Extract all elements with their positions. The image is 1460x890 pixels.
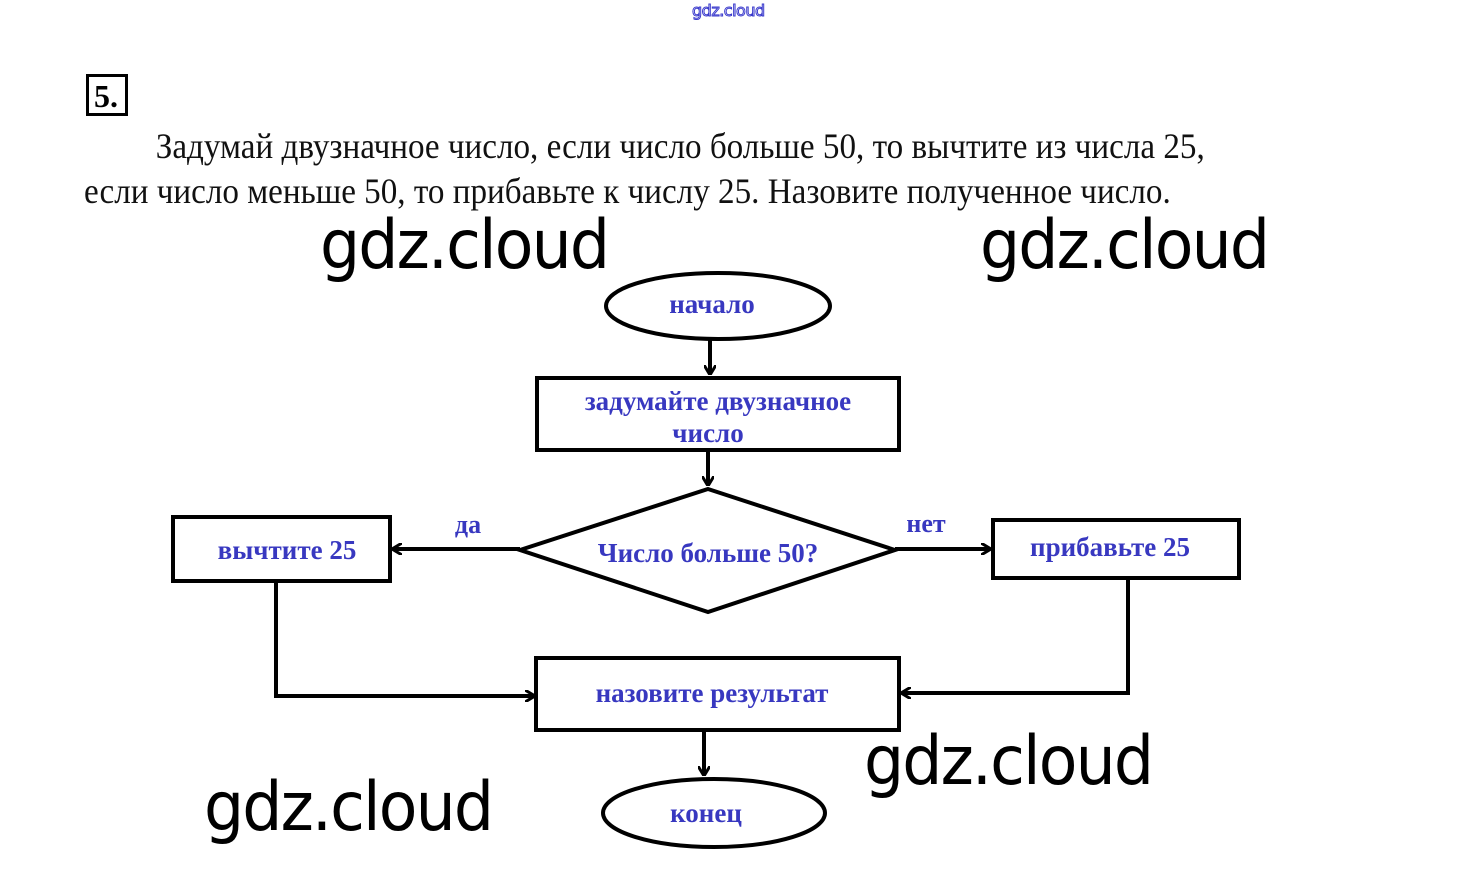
output-label: назовите результат <box>596 678 829 708</box>
add-label: прибавьте 25 <box>1030 532 1190 562</box>
connector-add-to-output <box>902 578 1130 693</box>
task-text: Задумай двузначное число, если число бол… <box>84 126 1205 211</box>
decision-diamond <box>513 486 902 615</box>
input-label-line1: задумайте двузначное <box>585 386 851 416</box>
start-label: начало <box>669 289 755 319</box>
start-ellipse <box>604 271 832 341</box>
output-node: назовите результат <box>534 656 901 732</box>
end-node: конец <box>601 777 827 849</box>
start-node: начало <box>604 271 832 341</box>
add-node: прибавьте 25 <box>991 518 1241 580</box>
subtract-node: вычтите 25 <box>171 515 392 583</box>
end-ellipse <box>601 777 827 849</box>
input-label-line2: число <box>672 418 743 448</box>
end-label: конец <box>670 798 742 828</box>
watermark: gdz.cloud <box>320 206 610 285</box>
subtract-label: вычтите 25 <box>218 535 357 565</box>
add-box <box>991 518 1241 580</box>
input-node: задумайте двузначное число <box>535 376 901 452</box>
site-watermark-top: gdz.cloud <box>692 1 766 21</box>
decision-label: Число больше 50? <box>598 538 819 568</box>
watermark: gdz.cloud <box>864 722 1154 801</box>
output-box <box>534 656 901 732</box>
watermark: gdz.cloud <box>980 206 1270 285</box>
subtract-box <box>171 515 392 583</box>
connector-subtract-to-output <box>274 581 534 696</box>
input-box <box>535 376 901 452</box>
decision-node: Число больше 50? <box>513 486 902 615</box>
no-label: нет <box>906 509 946 538</box>
yes-label: да <box>455 510 481 539</box>
watermark: gdz.cloud <box>204 768 494 847</box>
task-number: 5. <box>86 74 128 116</box>
